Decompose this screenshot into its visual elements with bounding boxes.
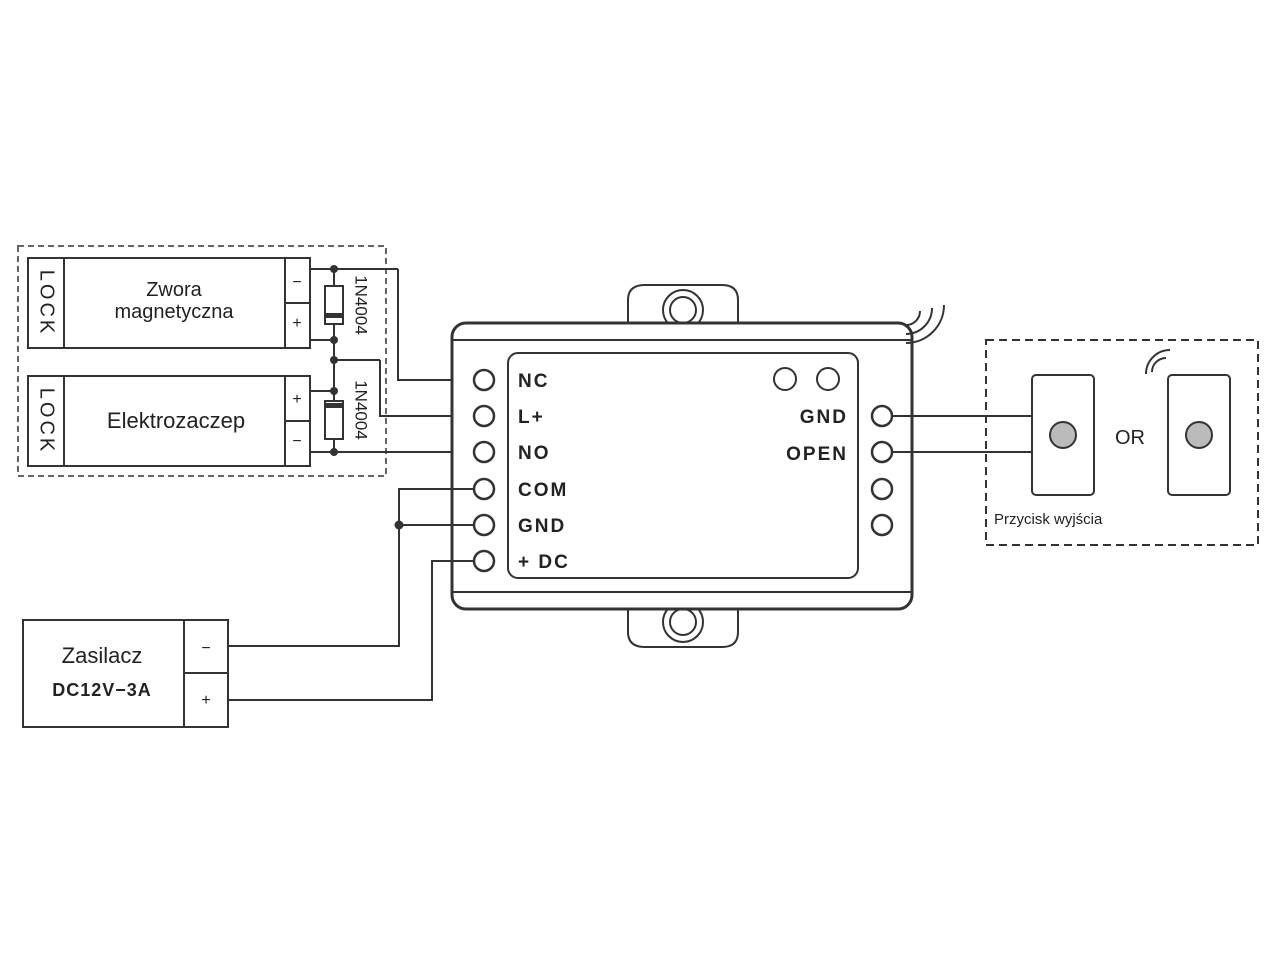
exit-buttons-frame [985, 339, 1259, 546]
lock-name: Elektrozaczep [107, 408, 245, 433]
terminal-label-nc: NC [518, 371, 549, 392]
lock-wires [334, 269, 472, 453]
terminal-minus-label: − [292, 433, 301, 450]
exit-button-wireless [1167, 374, 1231, 496]
terminal-plus-label: + [292, 391, 301, 408]
right-terminals: GND OPEN [786, 404, 894, 537]
terminal-label-com: COM [518, 480, 568, 501]
lock-side-label: LOCK [36, 388, 58, 454]
diode-bottom: 1N4004 [310, 356, 371, 456]
left-terminals: NC L+ NO COM GND + DC [472, 368, 570, 573]
wireless-signal-icon [905, 304, 945, 344]
diode-label: 1N4004 [352, 275, 371, 335]
electric-strike: LOCK Elektrozaczep + − [27, 375, 311, 467]
terminal-label-open: OPEN [786, 444, 848, 465]
lock-name-line1: Zwora [146, 279, 202, 301]
exit-button-wired [1031, 374, 1095, 496]
power-supply: Zasilacz DC12V−3A − + [22, 619, 229, 728]
lock-side-label: LOCK [36, 270, 58, 336]
power-supply-rating: DC12V−3A [52, 680, 152, 700]
terminal-label-l-plus: L+ [518, 407, 545, 428]
terminal-minus-label: − [292, 274, 301, 291]
junction-dot [394, 520, 404, 530]
power-plus-label: + [201, 692, 210, 709]
lock-name-line2: magnetyczna [115, 301, 235, 323]
terminal-label-gnd-right: GND [800, 407, 848, 428]
terminal-label-gnd: GND [518, 516, 566, 537]
wireless-signal-icon [1145, 349, 1171, 375]
power-wires [228, 488, 474, 701]
or-label: OR [1115, 427, 1145, 449]
terminal-label-no: NO [518, 443, 551, 464]
locks-group-frame [17, 245, 387, 477]
magnetic-lock: LOCK Zwora magnetyczna − + [27, 257, 311, 349]
power-supply-name: Zasilacz [62, 643, 143, 668]
terminal-plus-label: + [292, 315, 301, 332]
diode-label: 1N4004 [352, 380, 371, 440]
power-minus-label: − [201, 640, 210, 657]
controller-unit [450, 284, 914, 648]
terminal-label-dc: + DC [518, 552, 570, 573]
diode-top: 1N4004 [310, 265, 398, 392]
exit-button-wires [892, 415, 1032, 453]
exit-button-caption: Przycisk wyjścia [994, 511, 1103, 528]
